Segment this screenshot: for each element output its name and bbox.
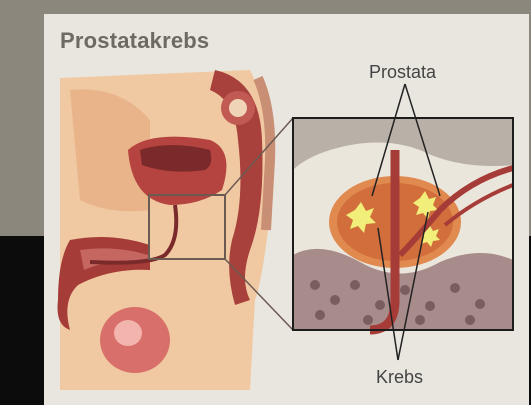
label-prostata: Prostata <box>369 62 436 83</box>
pelvic-cross-section <box>58 70 273 390</box>
label-krebs: Krebs <box>376 367 423 388</box>
magnified-inset <box>293 118 513 330</box>
